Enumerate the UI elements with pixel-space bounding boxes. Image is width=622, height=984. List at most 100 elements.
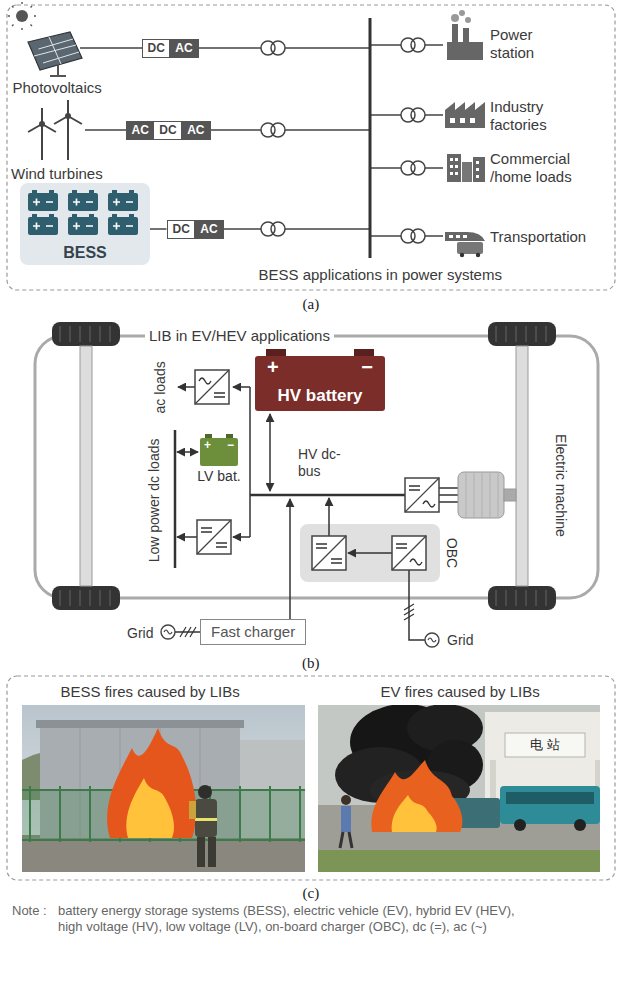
load-label: Transportation [490,228,586,246]
wire [177,451,198,453]
ev-fire-photo [371,760,462,832]
wire [269,414,271,491]
bess-fire-photo [126,778,174,838]
ev-fire-photo [574,819,586,831]
converter-symbol [316,544,327,548]
bess-fire-photo [195,799,217,837]
converter-symbol [195,370,229,404]
wire [348,552,392,554]
transformer-symbol [401,108,425,122]
ev-fire-photo [318,850,600,872]
wind-turbine-icon [54,100,82,160]
transformer-symbol [261,222,285,236]
bess-fire-photo [198,785,212,799]
converter-symbol [405,478,439,512]
wire [249,387,251,537]
lv-battery: +−LV bat. [200,438,238,466]
node-text: AC [194,220,223,239]
bess-icon [20,183,150,265]
motor-icon [458,472,516,518]
ev-fire-photo [392,795,437,832]
node-text: HV battery [255,386,385,406]
bus-label: HV dc-bus [298,446,350,480]
wind-turbine-icon [28,100,82,160]
wire [175,387,458,640]
building-icon [462,162,472,182]
node-text: BESS [63,243,107,262]
bess-icon [68,190,98,211]
motor-icon [466,472,498,518]
bess-fire-photo [22,705,305,872]
panel-title: LIB in EV/HEV applications [145,327,334,345]
bess-icon [28,190,58,211]
converter-symbol [392,536,426,570]
charger-box: Fast charger [200,619,306,645]
building-icon [447,154,461,182]
node-text: − [361,356,373,378]
converter-symbol [216,543,227,547]
node-text: OBC [443,538,460,568]
converter-symbol [423,501,435,507]
load-label: ac loads [152,361,169,413]
transformer-symbol [261,123,285,137]
motor-icon [458,472,504,518]
bess-fire-photo [22,705,305,872]
converter-symbol [201,528,212,532]
pv-icon [16,10,28,22]
wire [178,386,195,388]
wire [180,627,196,637]
panel-letter: (a) [303,295,320,313]
vehicle-outline [35,336,598,598]
power-station-icon [452,24,458,42]
bess-fire-photo [208,837,216,867]
power-station-icon [459,10,465,16]
power-station-icon [465,17,471,23]
bess-box: BESS [20,183,150,265]
vehicle-outline [516,346,528,586]
power-station-icon [463,28,469,42]
converter-symbol [197,520,231,554]
grid-source [161,625,175,639]
node-text: Fast charger [211,623,295,640]
power-station-icon [447,10,483,60]
wire [328,498,330,536]
converter-symbol [312,536,346,570]
machine-label: Electric machine [551,434,568,537]
node-text: + [267,356,279,378]
bess-icon [108,190,138,211]
ev-fire-photo [341,806,351,832]
bess-fire-photo [36,720,244,728]
transformer-symbol [401,38,425,52]
note-heading: Note : [12,903,47,919]
hv-battery: + − HV battery [255,356,385,411]
converter-symbol [195,370,229,404]
panel-frame [7,676,615,880]
building-icon [447,154,485,182]
obc-region [300,524,440,582]
converter-symbol [214,393,225,397]
panel-frame [7,5,615,290]
vehicle-outline [60,326,546,606]
grid-label: Grid [447,632,473,649]
converter-block: ACDCAC [126,121,211,140]
pv-icon [28,32,82,70]
panel-title: BESS applications in power systems [259,266,502,284]
node-text: AC [181,121,210,140]
connector-line [150,228,167,230]
wire [439,488,458,502]
power-line [80,45,443,236]
factory-icon [445,102,485,128]
transformer-symbol [401,161,425,175]
power-station-icon [451,14,459,22]
power-line [80,48,370,229]
converter-symbol [405,478,439,512]
wire [233,536,250,538]
node-text: + [204,439,211,452]
panel-letter: (b) [302,654,320,672]
ev-fire-photo [500,786,600,824]
transport-icon [460,253,464,257]
battery-terminal [354,349,374,356]
bess-icon [28,214,58,235]
node-text: AC [126,121,155,140]
bess-fire-photo [197,837,205,867]
